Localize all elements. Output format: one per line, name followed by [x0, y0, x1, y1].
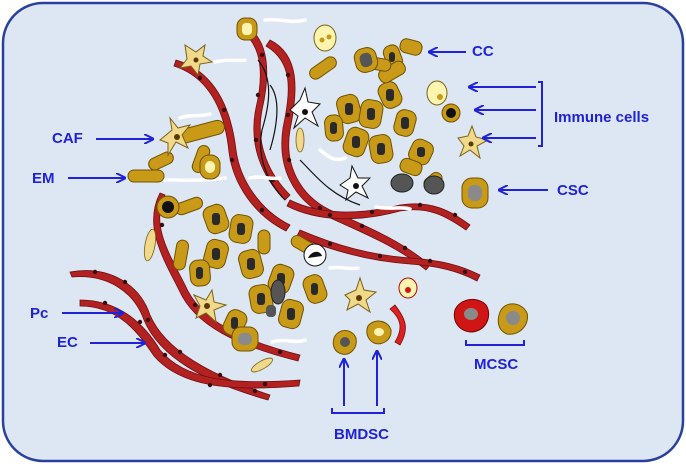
vessel	[296, 229, 481, 282]
label-ec: EC	[57, 334, 78, 351]
label-mcsc: MCSC	[474, 356, 519, 373]
label-immune-cells: Immune cells	[554, 109, 650, 126]
annotation-arrows	[62, 52, 548, 414]
vessel	[265, 39, 431, 271]
label-pc: Pc	[30, 305, 49, 322]
label-em: EM	[32, 170, 55, 187]
label-bmdsc: BMDSC	[334, 426, 389, 443]
mcsc-cells	[453, 298, 529, 335]
vessel	[173, 59, 291, 232]
pericytes	[143, 127, 305, 373]
vessel	[69, 270, 271, 401]
immune-bracket	[538, 81, 543, 147]
vessel	[286, 199, 471, 231]
mcsc-bracket	[465, 340, 525, 346]
bmdsc-bracket	[331, 408, 385, 414]
immune-cells	[156, 24, 461, 317]
grey-cells	[270, 173, 445, 305]
label-cc: CC	[472, 43, 494, 60]
vessel	[389, 304, 406, 346]
label-csc: CSC	[557, 182, 589, 199]
bmdsc-cells	[332, 320, 392, 355]
cancer-stem-cells	[199, 17, 489, 352]
vessel-outlines	[257, 59, 361, 206]
cancer-nuclei	[196, 52, 425, 329]
label-caf: CAF	[52, 130, 83, 147]
star-cells	[159, 43, 490, 324]
